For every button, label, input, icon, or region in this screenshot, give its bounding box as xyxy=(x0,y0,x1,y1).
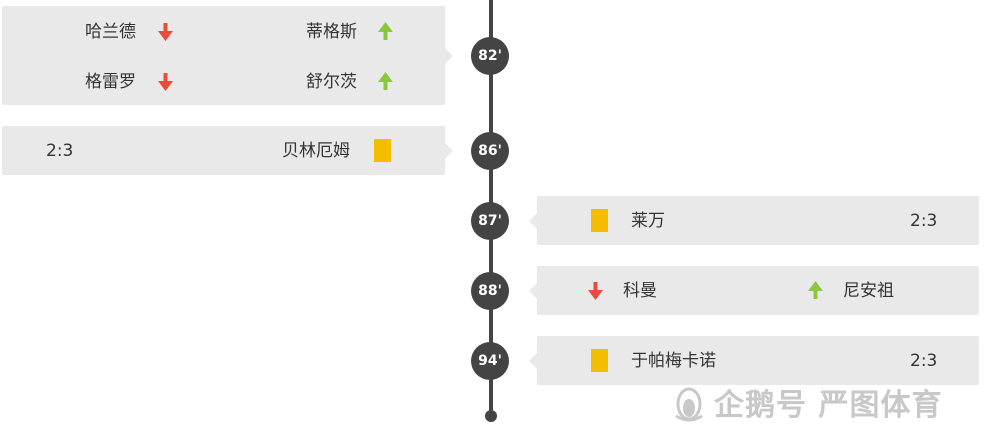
sub-out-player: 格雷罗 xyxy=(85,72,136,92)
sub-in-player: 舒尔茨 xyxy=(306,72,357,92)
minute-badge-82: 82' xyxy=(471,37,509,75)
event-card-82: 哈兰德 蒂格斯 格雷罗 舒尔茨 xyxy=(2,6,453,105)
event-card-88: 科曼 尼安祖 xyxy=(529,266,979,315)
minute-badge-88: 88' xyxy=(471,272,509,310)
score: 2:3 xyxy=(910,351,938,371)
yellow-card-icon xyxy=(374,139,391,162)
score: 2:3 xyxy=(910,211,938,231)
event-card-87: 莱万 2:3 xyxy=(529,196,979,245)
watermark-text: 企鹅号 严图体育 xyxy=(714,388,943,423)
penguin-logo-icon xyxy=(675,387,703,422)
event-card-86: 2:3 贝林厄姆 xyxy=(2,126,453,175)
arrow-up-icon xyxy=(378,22,393,40)
yellow-card-icon xyxy=(591,349,608,372)
sub-in-player: 尼安祖 xyxy=(843,281,894,301)
sub-in-player: 蒂格斯 xyxy=(306,22,357,42)
minute-badge-86: 86' xyxy=(471,132,509,170)
sub-out-player: 科曼 xyxy=(623,281,657,301)
minute-badge-94: 94' xyxy=(471,342,509,380)
yellow-card-icon xyxy=(591,209,608,232)
card-player: 贝林厄姆 xyxy=(282,141,350,161)
card-player: 于帕梅卡诺 xyxy=(631,351,716,371)
minute-badge-87: 87' xyxy=(471,202,509,240)
arrow-down-icon xyxy=(588,282,603,300)
arrow-down-icon xyxy=(158,23,173,41)
arrow-up-icon xyxy=(378,72,393,90)
score: 2:3 xyxy=(46,141,74,161)
arrow-down-icon xyxy=(158,73,173,91)
card-player: 莱万 xyxy=(631,211,665,231)
timeline-end-dot xyxy=(485,410,497,422)
watermark: 企鹅号 严图体育 xyxy=(672,380,942,424)
arrow-up-icon xyxy=(808,281,823,299)
sub-out-player: 哈兰德 xyxy=(85,22,136,42)
event-card-94: 于帕梅卡诺 2:3 xyxy=(529,336,979,385)
